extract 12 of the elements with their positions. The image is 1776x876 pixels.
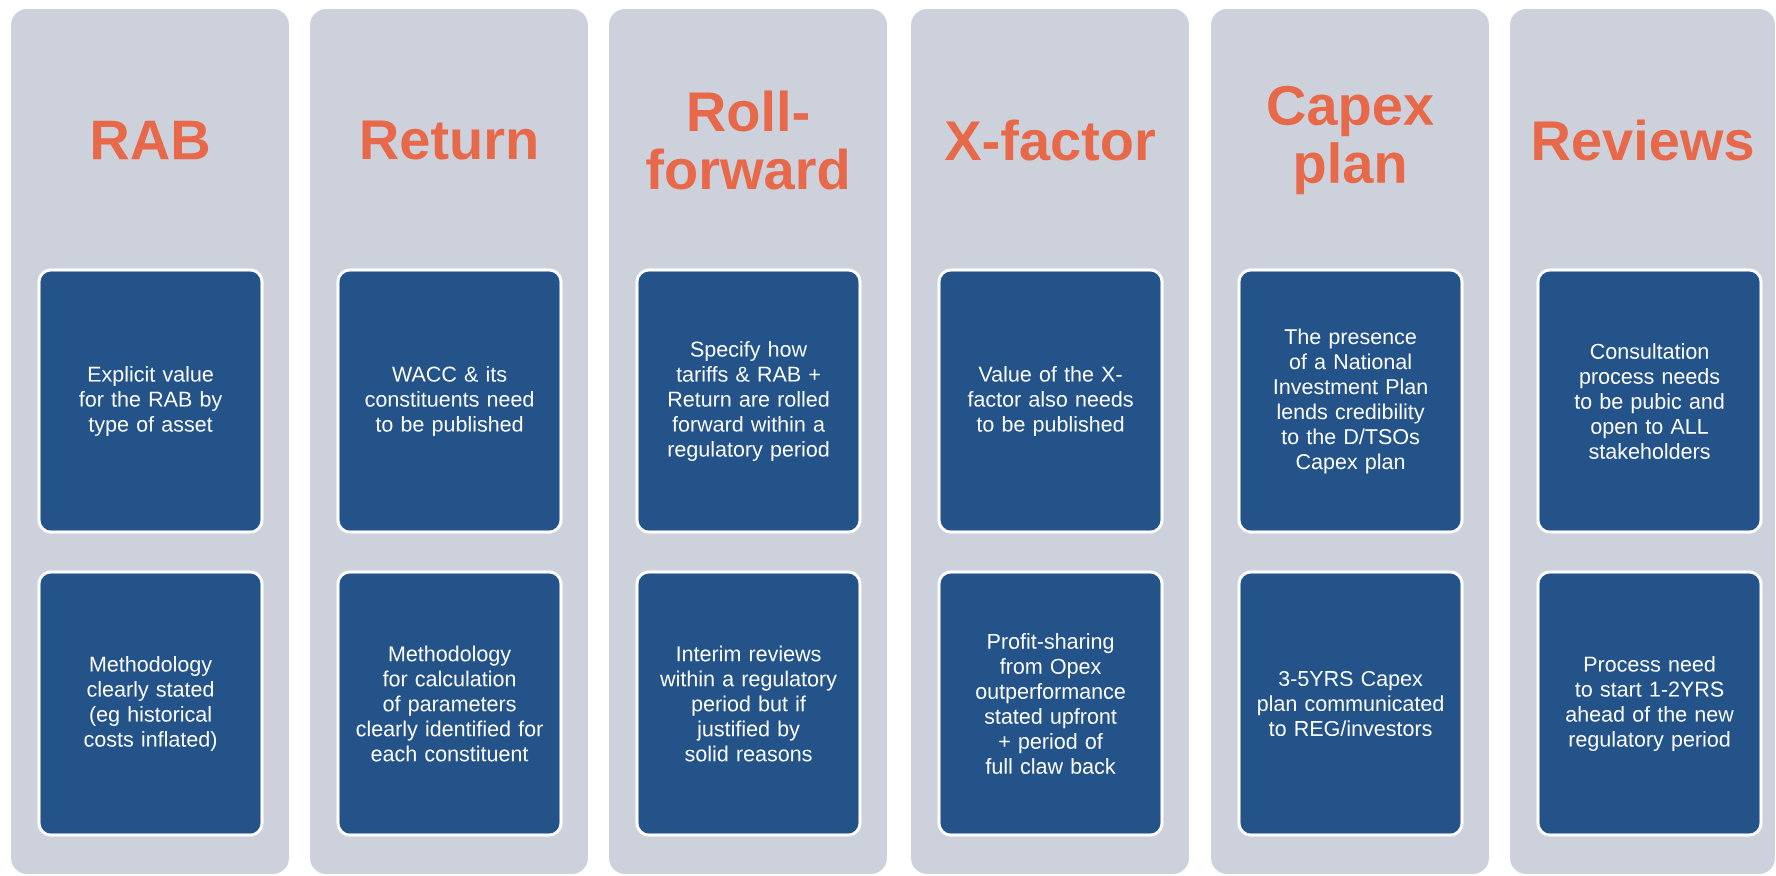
text-box: Process need to start 1-2YRS ahead of the new regulatory period [1536, 570, 1763, 837]
text-box: Methodology for calculation of parameters clearly identified for each constituent [336, 570, 563, 837]
text-box: Methodology clearly stated (eg historical costs inflated) [37, 570, 264, 837]
text-box: The presence of a National Investment Plan lends credibility to the D/TSOs Capex plan [1237, 268, 1464, 534]
text-box: Interim reviews within a regulatory period but if justified by solid reasons [635, 570, 862, 837]
text-box: WACC & its constituents need to be published [336, 268, 563, 534]
text-box: Consultation process needs to be pubic and open to ALL stakeholders [1536, 268, 1763, 534]
text-box: Specify how tariffs & RAB + Return are rolled forward within a regulatory period [635, 268, 862, 534]
text-box: 3-5YRS Capex plan communicated to REG/investors [1237, 570, 1464, 837]
text-box: Explicit value for the RAB by type of asset [37, 268, 264, 534]
text-box: Profit-sharing from Opex outperformance stated upfront + period of full claw back [937, 570, 1164, 837]
text-box: Value of the X-factor also needs to be published [937, 268, 1164, 534]
